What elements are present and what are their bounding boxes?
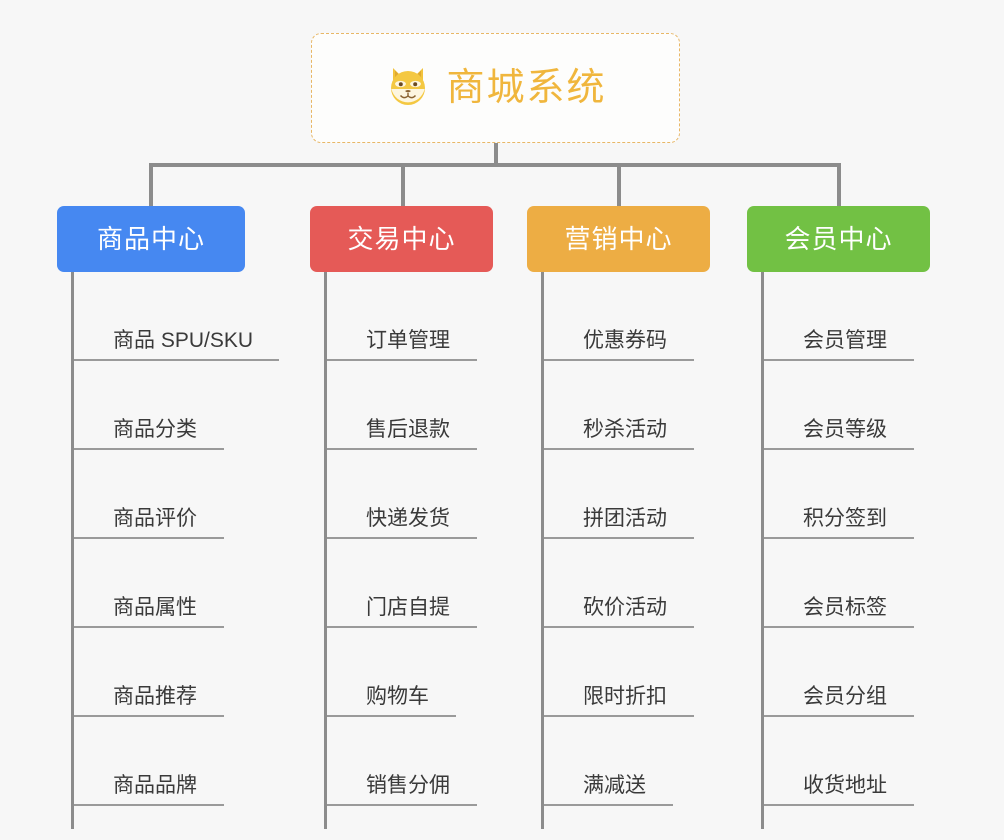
leaf-item[interactable]: 秒杀活动	[541, 361, 741, 450]
leaf-label-2-1: 秒杀活动	[583, 418, 667, 441]
category-label-2: 营销中心	[564, 224, 673, 254]
leaf-item[interactable]: 商品品牌	[71, 717, 281, 806]
leaf-label-3-0: 会员管理	[803, 329, 887, 352]
category-box-1[interactable]: 交易中心	[310, 206, 493, 272]
leaf-label-0-1: 商品分类	[113, 418, 197, 441]
leaf-item[interactable]: 售后退款	[324, 361, 524, 450]
category-box-3[interactable]: 会员中心	[747, 206, 930, 272]
leaf-label-1-3: 门店自提	[366, 596, 450, 619]
leaf-underline	[764, 537, 914, 539]
connector-root-stem	[494, 143, 498, 167]
connector-drop-1	[149, 163, 153, 208]
branch-column-1: 订单管理 售后退款 快递发货 门店自提 购物车 销售分佣	[324, 272, 524, 829]
connector-horizontal-bus	[149, 163, 841, 167]
column-spine-1	[324, 272, 327, 829]
leaf-label-1-0: 订单管理	[366, 329, 450, 352]
leaf-item[interactable]: 门店自提	[324, 539, 524, 628]
leaf-item[interactable]: 砍价活动	[541, 539, 741, 628]
leaf-item[interactable]: 商品推荐	[71, 628, 281, 717]
leaf-label-1-4: 购物车	[366, 685, 429, 708]
leaf-underline	[544, 448, 694, 450]
leaf-item[interactable]: 积分签到	[761, 450, 961, 539]
leaf-underline	[764, 448, 914, 450]
leaf-item[interactable]: 订单管理	[324, 272, 524, 361]
leaf-underline	[764, 359, 914, 361]
category-label-0: 商品中心	[96, 224, 205, 254]
column-spine-3	[761, 272, 764, 829]
leaf-underline	[764, 804, 914, 806]
leaf-underline	[327, 804, 477, 806]
leaf-item[interactable]: 优惠券码	[541, 272, 741, 361]
leaf-item[interactable]: 销售分佣	[324, 717, 524, 806]
leaf-underline	[544, 715, 694, 717]
leaf-item[interactable]: 拼团活动	[541, 450, 741, 539]
leaf-underline	[74, 626, 224, 628]
leaf-item[interactable]: 购物车	[324, 628, 524, 717]
leaf-label-0-0: 商品 SPU/SKU	[113, 329, 254, 352]
leaf-item[interactable]: 会员分组	[761, 628, 961, 717]
connector-drop-3	[617, 163, 621, 208]
leaf-underline	[74, 359, 279, 361]
leaf-item[interactable]: 商品分类	[71, 361, 281, 450]
connector-drop-2	[401, 163, 405, 208]
category-label-1: 交易中心	[347, 224, 456, 254]
leaf-item[interactable]: 商品 SPU/SKU	[71, 272, 281, 361]
leaf-item[interactable]: 收货地址	[761, 717, 961, 806]
leaf-underline	[74, 804, 224, 806]
leaf-label-2-3: 砍价活动	[583, 596, 667, 619]
leaf-item[interactable]: 会员管理	[761, 272, 961, 361]
column-spine-0	[71, 272, 74, 829]
leaf-underline	[327, 359, 477, 361]
leaf-underline	[544, 359, 694, 361]
root-node-商城系统[interactable]: 商城系统	[311, 33, 680, 143]
leaf-label-2-5: 满减送	[583, 774, 646, 797]
shiba-dog-icon	[384, 62, 432, 115]
leaf-label-3-3: 会员标签	[803, 596, 887, 619]
leaf-item[interactable]: 商品评价	[71, 450, 281, 539]
leaf-label-0-5: 商品品牌	[113, 774, 197, 797]
leaf-label-0-4: 商品推荐	[113, 685, 197, 708]
leaf-item[interactable]: 会员等级	[761, 361, 961, 450]
branch-column-0: 商品 SPU/SKU 商品分类 商品评价 商品属性 商品推荐 商品品牌	[71, 272, 281, 829]
leaf-underline	[327, 715, 456, 717]
leaf-underline	[74, 537, 224, 539]
leaf-underline	[544, 626, 694, 628]
leaf-label-1-1: 售后退款	[366, 418, 450, 441]
category-box-2[interactable]: 营销中心	[527, 206, 710, 272]
leaf-underline	[74, 715, 224, 717]
leaf-item[interactable]: 限时折扣	[541, 628, 741, 717]
leaf-label-3-4: 会员分组	[803, 685, 887, 708]
leaf-underline	[544, 804, 673, 806]
leaf-underline	[764, 715, 914, 717]
leaf-item[interactable]: 商品属性	[71, 539, 281, 628]
leaf-label-0-2: 商品评价	[113, 507, 197, 530]
category-box-0[interactable]: 商品中心	[57, 206, 245, 272]
connector-drop-4	[837, 163, 841, 208]
leaf-underline	[74, 448, 224, 450]
column-spine-2	[541, 272, 544, 829]
leaf-item[interactable]: 会员标签	[761, 539, 961, 628]
leaf-label-3-1: 会员等级	[803, 418, 887, 441]
branch-column-2: 优惠券码 秒杀活动 拼团活动 砍价活动 限时折扣 满减送	[541, 272, 741, 829]
leaf-label-2-4: 限时折扣	[583, 685, 667, 708]
branch-column-3: 会员管理 会员等级 积分签到 会员标签 会员分组 收货地址	[761, 272, 961, 829]
leaf-underline	[327, 626, 477, 628]
category-label-3: 会员中心	[784, 224, 893, 254]
leaf-label-3-2: 积分签到	[803, 507, 887, 530]
leaf-label-0-3: 商品属性	[113, 596, 197, 619]
leaf-underline	[327, 537, 477, 539]
leaf-item[interactable]: 满减送	[541, 717, 741, 806]
leaf-underline	[544, 537, 694, 539]
leaf-underline	[327, 448, 477, 450]
leaf-label-1-5: 销售分佣	[366, 774, 450, 797]
root-title: 商城系统	[446, 67, 607, 109]
leaf-label-2-0: 优惠券码	[583, 329, 667, 352]
leaf-label-2-2: 拼团活动	[583, 507, 667, 530]
leaf-underline	[764, 626, 914, 628]
leaf-label-3-5: 收货地址	[803, 774, 887, 797]
leaf-item[interactable]: 快递发货	[324, 450, 524, 539]
leaf-label-1-2: 快递发货	[366, 507, 450, 530]
